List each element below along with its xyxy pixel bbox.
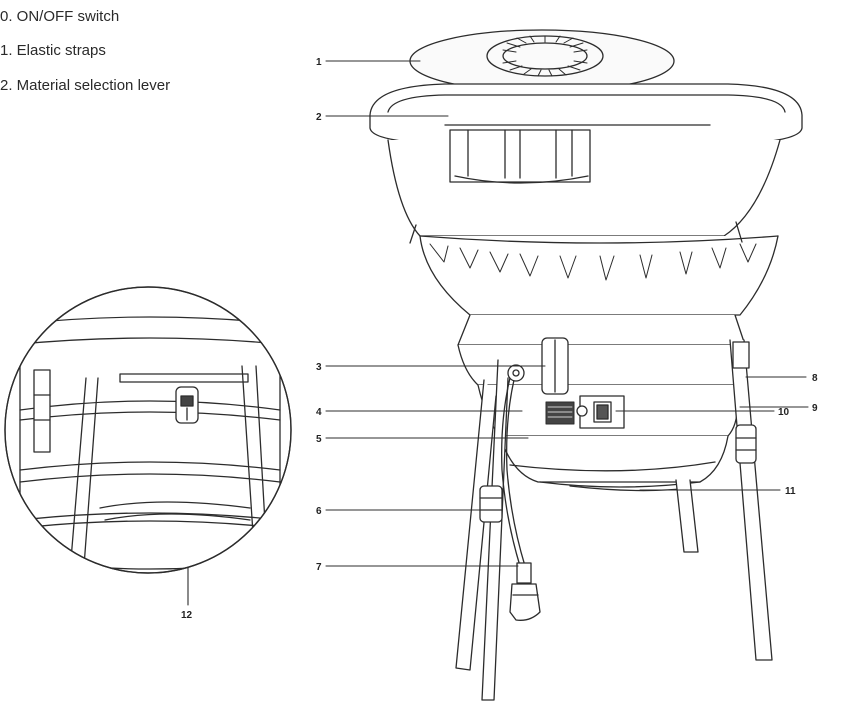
callout-12: 12 bbox=[181, 610, 193, 621]
callout-2: 2 bbox=[316, 112, 322, 123]
elastic-strap bbox=[449, 129, 591, 184]
legend-item-elastic-straps: 1. Elastic straps bbox=[0, 42, 106, 59]
legend-item-material-selection-lever: 2. Material selection lever bbox=[0, 77, 171, 94]
lower-housing bbox=[457, 314, 747, 492]
power-cable bbox=[501, 364, 541, 621]
legend-item-on-off-switch: 0. ON/OFF switch bbox=[0, 8, 120, 25]
callout-numbers: 1 2 3 4 5 6 7 8 9 10 11 12 bbox=[181, 57, 818, 621]
inset-detail-view bbox=[4, 286, 292, 574]
callout-11: 11 bbox=[785, 486, 796, 497]
callout-4: 4 bbox=[316, 407, 322, 418]
callout-8: 8 bbox=[812, 373, 818, 384]
callout-5: 5 bbox=[316, 434, 322, 445]
callout-9: 9 bbox=[812, 403, 818, 414]
bin-body bbox=[387, 139, 781, 316]
lid bbox=[409, 29, 675, 93]
callout-6: 6 bbox=[316, 506, 322, 517]
callout-1: 1 bbox=[316, 57, 322, 68]
callout-3: 3 bbox=[316, 362, 322, 373]
callout-7: 7 bbox=[316, 562, 322, 573]
callout-10: 10 bbox=[778, 407, 790, 418]
